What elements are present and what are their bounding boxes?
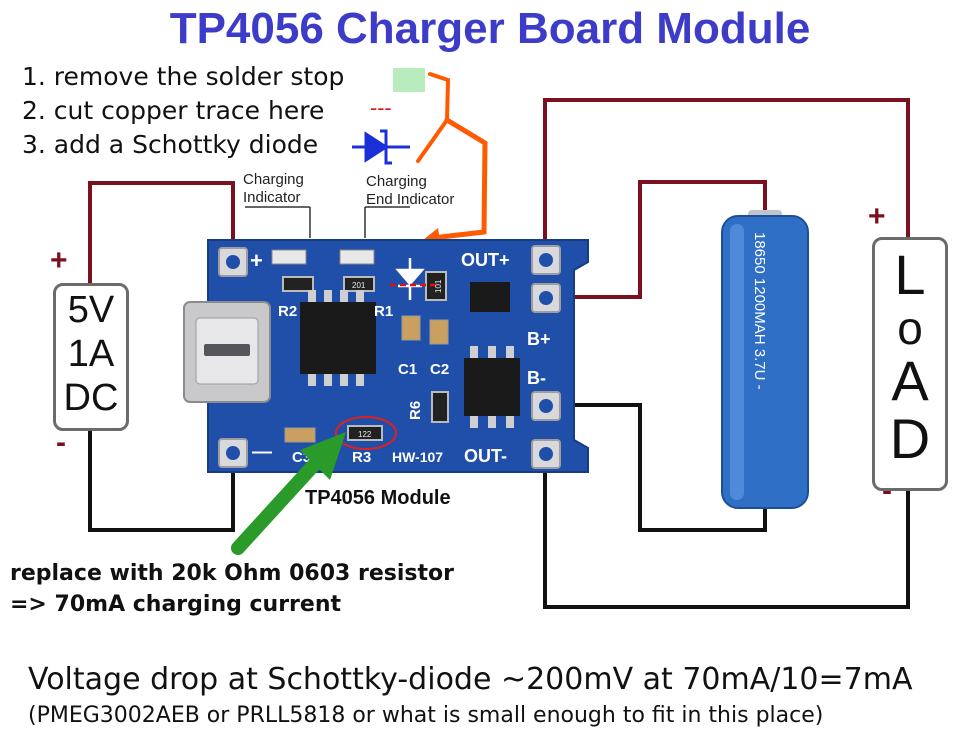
supply-minus: - <box>56 426 66 459</box>
r3-resistor <box>347 425 383 441</box>
label-out-plus: OUT+ <box>461 250 510 270</box>
diode-code: 101 <box>434 279 443 293</box>
schottky-diode-icon <box>352 129 410 165</box>
module-caption: TP4056 Module <box>305 487 451 509</box>
green-arrow <box>231 432 346 555</box>
label-c2: C2 <box>430 361 449 378</box>
label-c1: C1 <box>398 361 417 378</box>
load-plus: + <box>868 200 886 233</box>
cut-mark-legend: --- <box>370 96 392 120</box>
wires <box>88 98 910 609</box>
footer-part-suggestions: (PMEG3002AEB or PRLL5818 or what is smal… <box>28 703 824 728</box>
orange-arrow <box>416 72 488 248</box>
solder-stop-swatch <box>393 68 425 92</box>
tp4056-board <box>183 239 589 473</box>
resistor-note-line1: replace with 20k Ohm 0603 resistor <box>10 561 454 586</box>
label-hw: HW-107 <box>392 449 443 465</box>
footer-voltage-drop: Voltage drop at Schottky-diode ~200mV at… <box>28 662 913 697</box>
step-2: 2. cut copper trace here <box>22 96 325 125</box>
r1-code: 201 <box>352 281 366 290</box>
power-supply-box: 5V 1A DC <box>53 283 129 431</box>
board-minus: — <box>252 441 272 463</box>
board-plus: + <box>250 248 263 273</box>
label-r6: R6 <box>407 401 424 420</box>
charging-indicator-label: Charging Indicator <box>243 171 304 206</box>
r3-highlight <box>335 416 397 450</box>
step-1: 1. remove the solder stop <box>22 62 345 91</box>
r3-code: 122 <box>358 430 372 439</box>
label-r1: R1 <box>374 303 393 320</box>
label-b-minus: B- <box>527 368 546 388</box>
load-box: L o A D <box>872 237 948 491</box>
resistor-note-line2: => 70mA charging current <box>10 592 342 617</box>
charging-end-indicator-label: Charging End Indicator <box>366 173 455 208</box>
page-title: TP4056 Charger Board Module <box>169 4 811 53</box>
battery-18650: 18650 1200MAH 3.7U - <box>721 210 809 509</box>
label-r3: R3 <box>352 449 371 466</box>
supply-plus: + <box>50 244 68 277</box>
label-b-plus: B+ <box>527 329 551 349</box>
label-r2: R2 <box>278 303 297 320</box>
step-3: 3. add a Schottky diode <box>22 130 319 159</box>
battery-label: 18650 1200MAH 3.7U - <box>751 232 768 390</box>
label-out-minus: OUT- <box>464 446 507 466</box>
